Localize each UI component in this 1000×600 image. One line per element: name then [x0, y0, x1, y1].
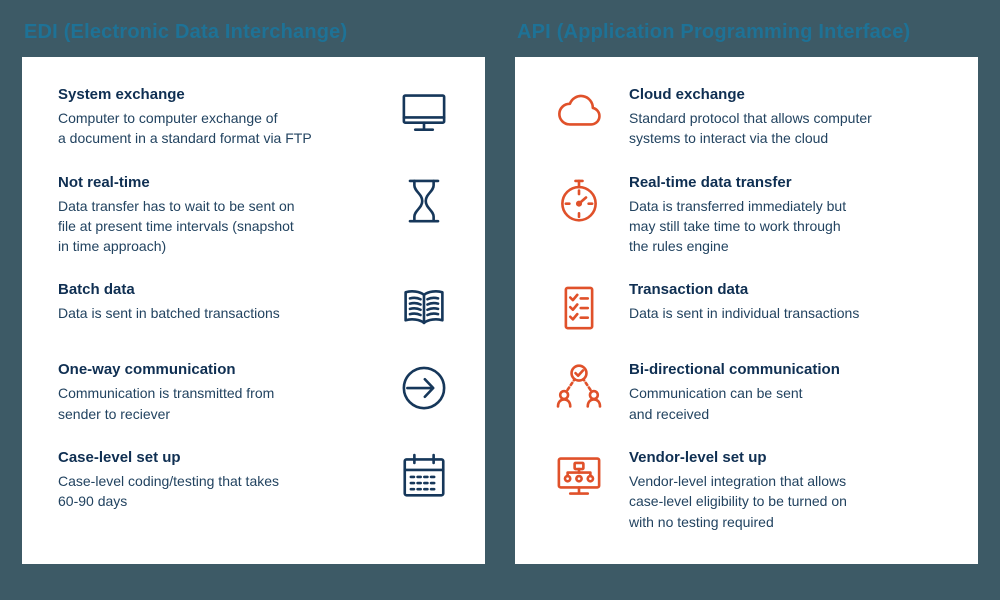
item-title: Real-time data transfer — [629, 173, 792, 191]
item-title: Cloud exchange — [629, 86, 745, 103]
item-title: Not real-time — [58, 173, 150, 191]
item-title: System exchange — [58, 86, 185, 103]
item-title: Batch data — [58, 281, 135, 299]
comparison-infographic: EDI (Electronic Data Interchange) System… — [22, 0, 978, 564]
item-title: One-way communication — [58, 361, 236, 379]
api-card: Cloud exchange Standard protocol that al… — [515, 57, 978, 564]
item-desc: Standard protocol that allows computer s… — [629, 110, 872, 147]
list-item: Case-level set up Case-level coding/test… — [58, 448, 455, 512]
item-desc: Data transfer has to wait to be sent on … — [58, 197, 295, 255]
monitor-flowchart-icon — [551, 448, 607, 504]
stopwatch-icon — [551, 173, 607, 229]
list-item: Real-time data transfer Data is transfer… — [551, 173, 948, 257]
list-item: Vendor-level set up Vendor-level integra… — [551, 448, 948, 532]
item-desc: Communication is transmitted from sender… — [58, 385, 275, 422]
item-desc: Vendor-level integration that allows cas… — [629, 473, 847, 530]
list-item: Bi-directional communication Communicati… — [551, 360, 948, 424]
api-heading: API (Application Programming Interface) — [517, 21, 911, 43]
list-item: Cloud exchange Standard protocol that al… — [551, 85, 948, 149]
edi-card: System exchange Computer to computer exc… — [22, 57, 485, 564]
book-icon — [394, 280, 454, 336]
item-title: Bi-directional communication — [629, 361, 840, 379]
item-desc: Data is transferred immediately but may … — [629, 197, 847, 255]
list-item: One-way communication Communication is t… — [58, 360, 455, 424]
edi-column: EDI (Electronic Data Interchange) System… — [22, 0, 485, 564]
list-item: System exchange Computer to computer exc… — [58, 85, 455, 149]
list-item: Batch data Data is sent in batched trans… — [58, 280, 455, 336]
api-column: API (Application Programming Interface) … — [515, 0, 978, 564]
item-desc: Data is sent in individual transactions — [629, 305, 860, 322]
item-title: Case-level set up — [58, 449, 181, 467]
calendar-icon — [394, 448, 454, 504]
checklist-icon — [551, 280, 607, 336]
item-title: Vendor-level set up — [629, 449, 767, 467]
network-check-icon — [551, 360, 607, 416]
edi-heading: EDI (Electronic Data Interchange) — [24, 21, 348, 43]
item-desc: Communication can be sent and received — [629, 385, 803, 422]
item-desc: Data is sent in batched transactions — [58, 305, 280, 322]
arrow-circle-icon — [394, 360, 454, 416]
item-desc: Case-level coding/testing that takes 60-… — [58, 473, 280, 510]
list-item: Not real-time Data transfer has to wait … — [58, 173, 455, 257]
hourglass-icon — [394, 173, 454, 229]
item-title: Transaction data — [629, 281, 749, 299]
item-desc: Computer to computer exchange of a docum… — [58, 110, 312, 147]
cloud-icon — [551, 85, 607, 141]
list-item: Transaction data Data is sent in individ… — [551, 280, 948, 336]
monitor-icon — [394, 85, 454, 141]
